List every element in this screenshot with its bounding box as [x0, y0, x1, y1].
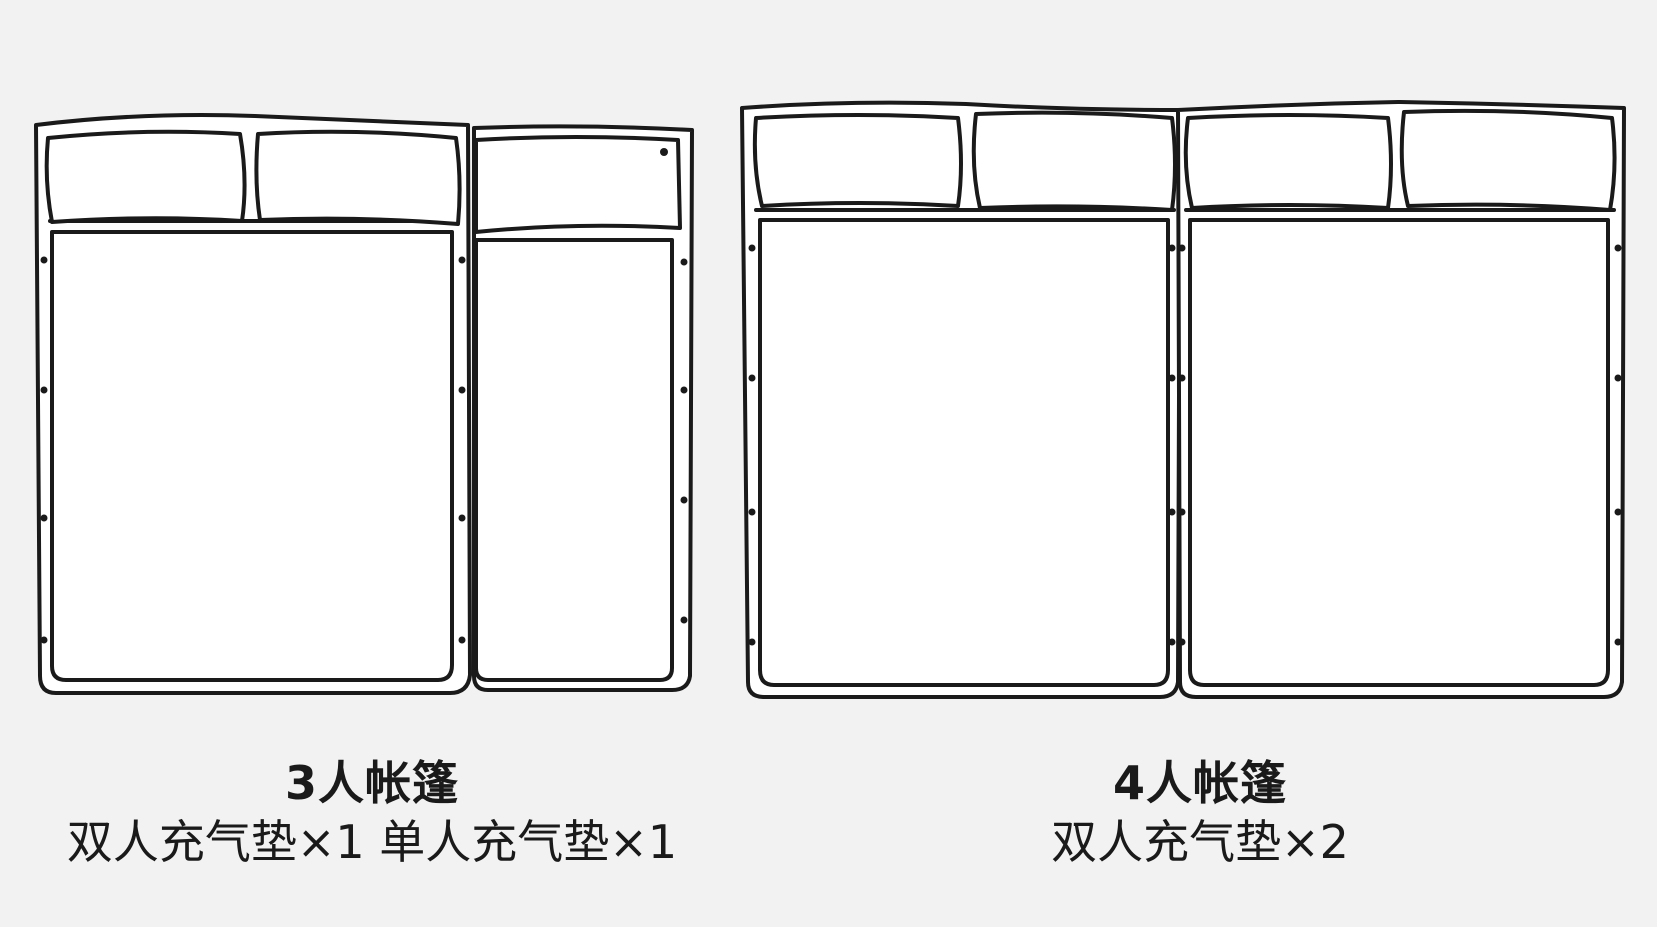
double-mattress-inner [50, 230, 454, 682]
pillow-2 [254, 129, 462, 226]
caption-tent-3: 3人帐篷 双人充气垫×1 单人充气垫×1 [0, 755, 752, 871]
single-mattress-dots [680, 258, 688, 624]
pillow-6 [1399, 108, 1617, 212]
single-mattress [472, 124, 694, 692]
single-mattress-inner [474, 238, 674, 682]
tent-3-layout [34, 113, 694, 695]
double-mattress-b-inner [1188, 218, 1610, 687]
pillow-1 [44, 129, 247, 224]
caption-description: 双人充气垫×1 单人充气垫×1 [66, 815, 678, 869]
valve-icon [660, 148, 668, 156]
pillow-3 [752, 113, 963, 208]
double-mattress-a [740, 100, 1182, 699]
double-mattress-a-dots [748, 244, 1176, 646]
pillow-4 [971, 110, 1177, 212]
caption-description: 双人充气垫×2 [1051, 815, 1349, 869]
caption-title: 3人帐篷 [284, 756, 459, 810]
pillow-5 [1183, 113, 1393, 210]
double-mattress-b-dots [1178, 244, 1622, 646]
tent-4-layout [740, 100, 1626, 699]
double-mattress-dots [40, 256, 466, 644]
double-mattress-a-inner [758, 218, 1170, 687]
single-mattress-head [474, 135, 682, 234]
caption-tent-4: 4人帐篷 双人充气垫×2 [820, 755, 1580, 871]
caption-title: 4人帐篷 [1112, 756, 1287, 810]
double-mattress [34, 113, 472, 695]
double-mattress-b [1176, 100, 1626, 699]
